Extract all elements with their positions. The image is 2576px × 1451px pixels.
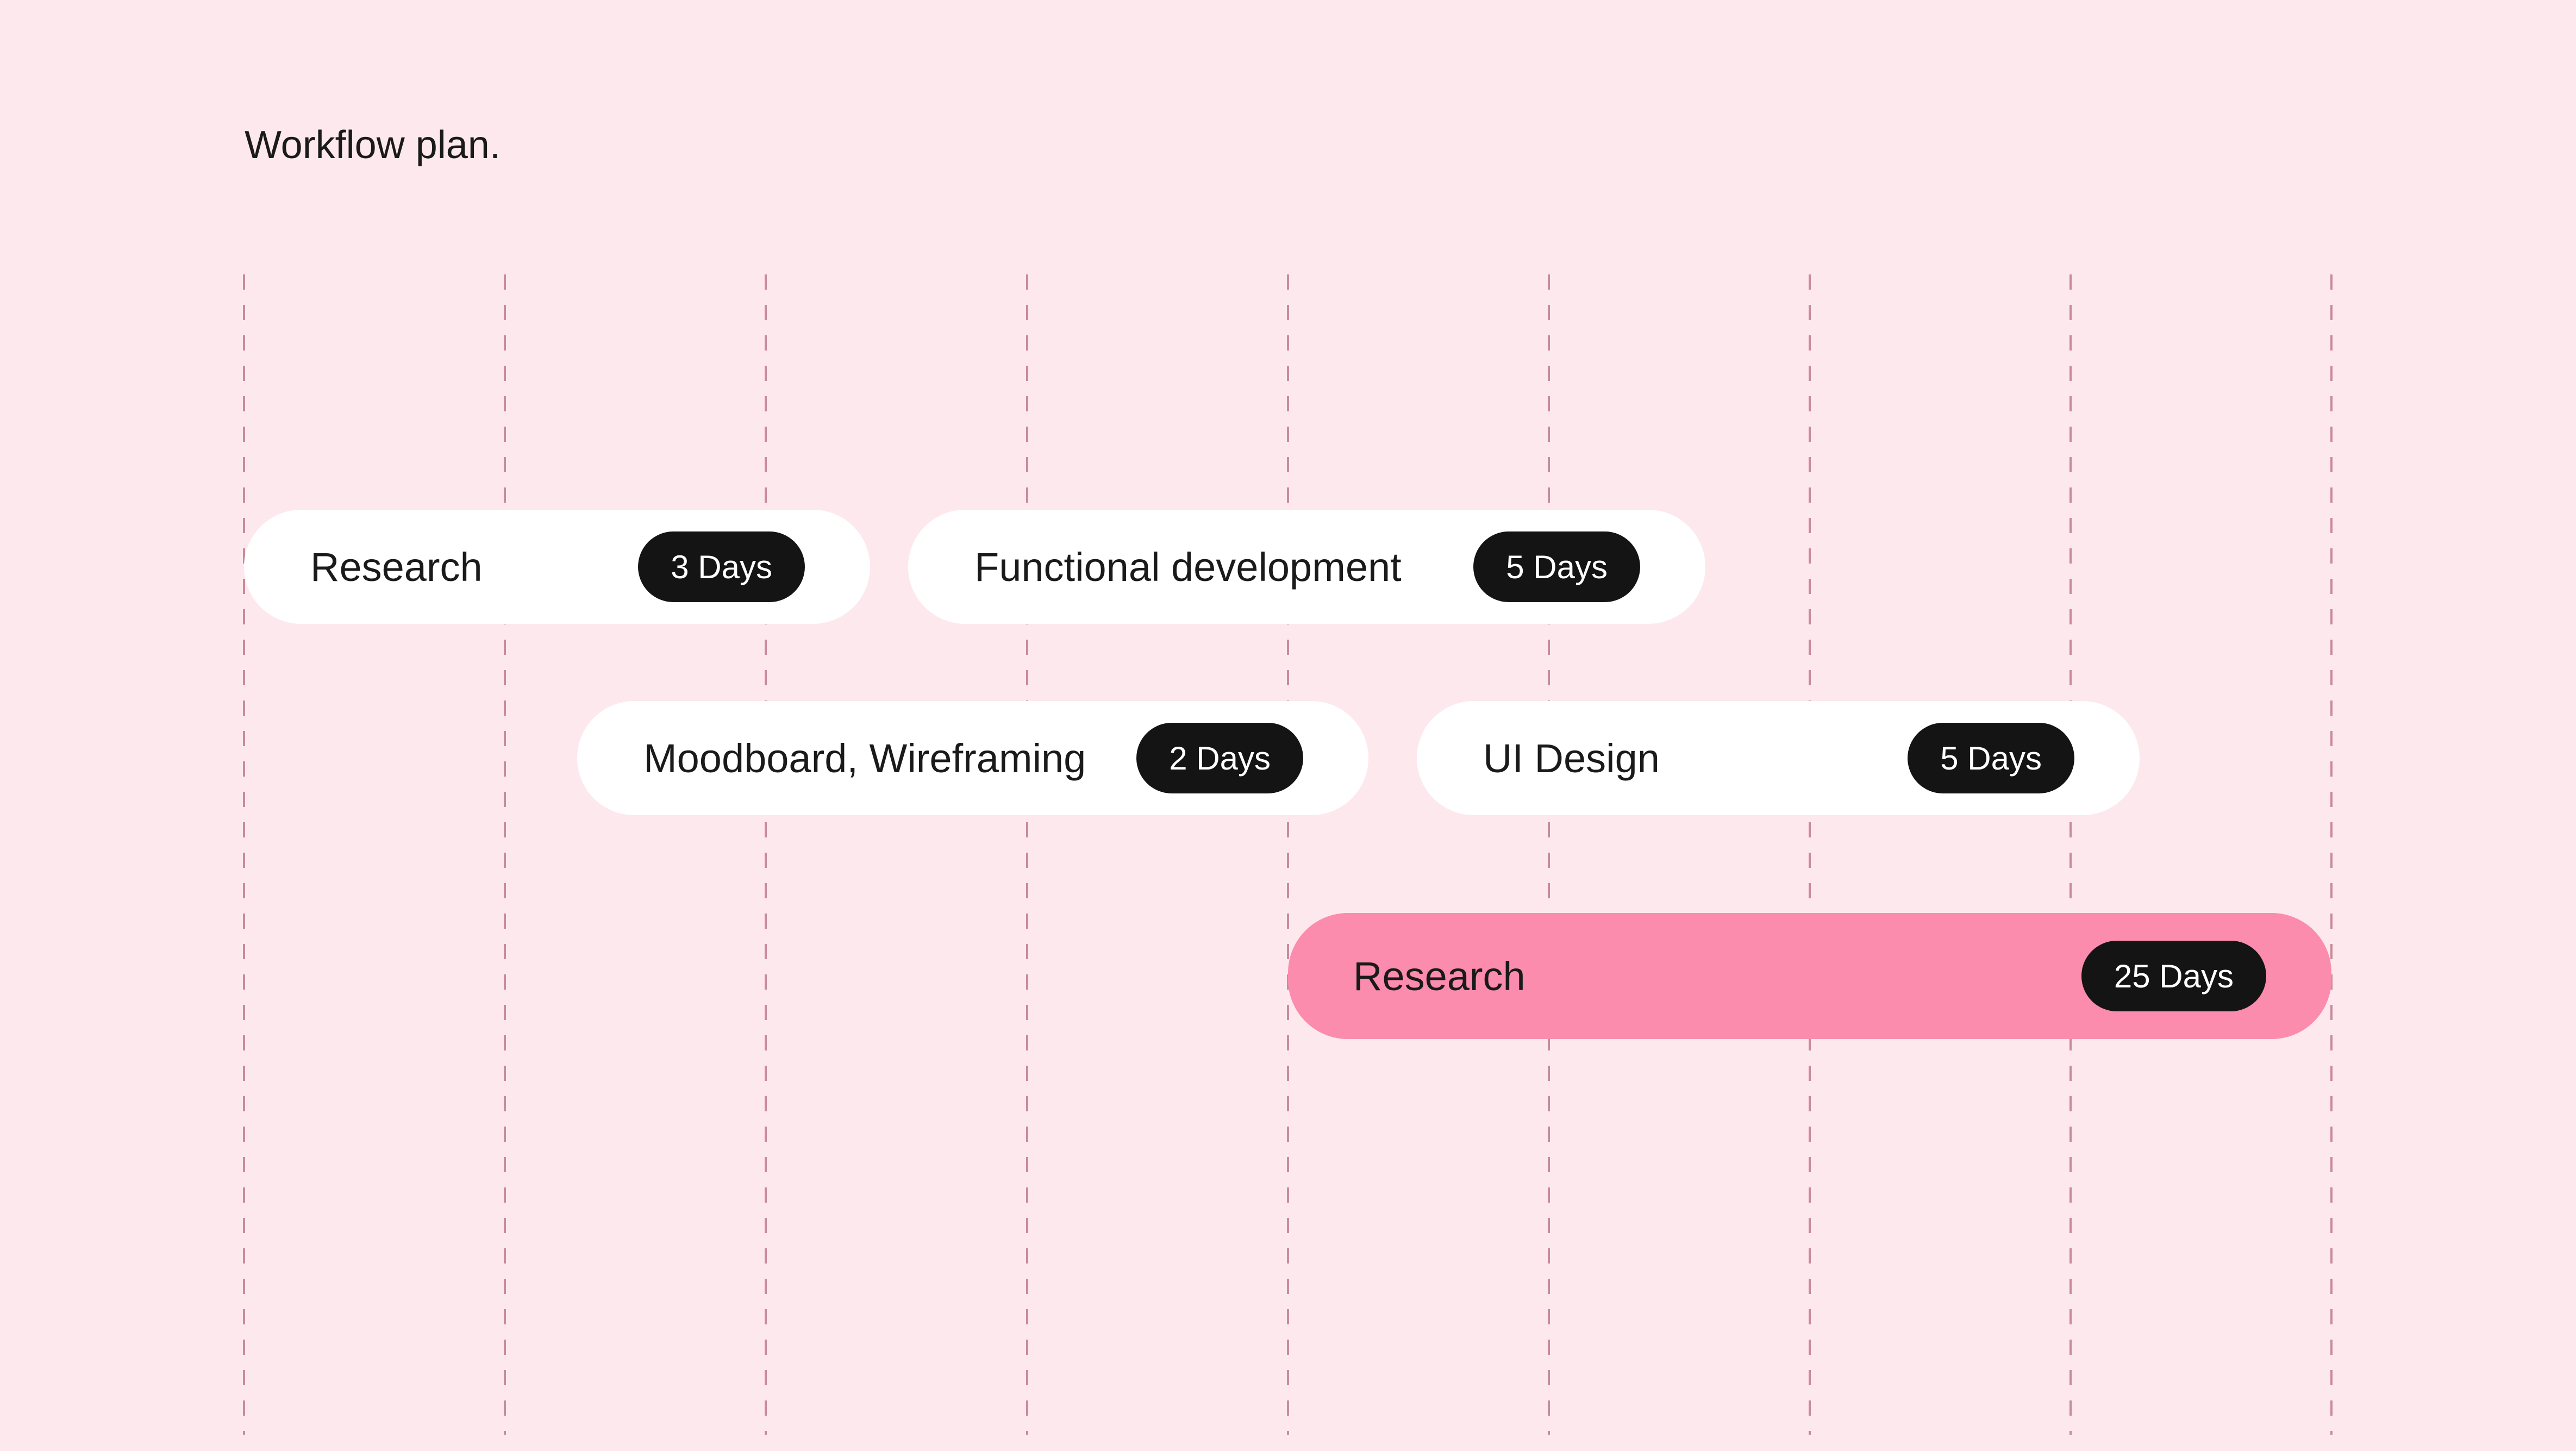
- duration-badge: 25 Days: [2081, 941, 2266, 1011]
- duration-badge: 5 Days: [1473, 531, 1640, 602]
- task-label: Functional development: [974, 544, 1402, 590]
- task-label: Research: [310, 544, 483, 590]
- task-label: UI Design: [1483, 735, 1660, 781]
- task-bar-moodboard-wireframing[interactable]: Moodboard, Wireframing 2 Days: [577, 701, 1368, 815]
- task-bar-research[interactable]: Research 3 Days: [244, 510, 870, 624]
- task-label: Research: [1353, 953, 1525, 999]
- duration-badge: 5 Days: [1908, 723, 2074, 793]
- task-bar-ui-design[interactable]: UI Design 5 Days: [1417, 701, 2140, 815]
- page-title: Workflow plan.: [245, 123, 501, 167]
- duration-badge: 3 Days: [638, 531, 805, 602]
- task-label: Moodboard, Wireframing: [643, 735, 1086, 781]
- task-bar-research-highlighted[interactable]: Research 25 Days: [1288, 913, 2331, 1039]
- task-bar-functional-development[interactable]: Functional development 5 Days: [908, 510, 1705, 624]
- duration-badge: 2 Days: [1136, 723, 1303, 793]
